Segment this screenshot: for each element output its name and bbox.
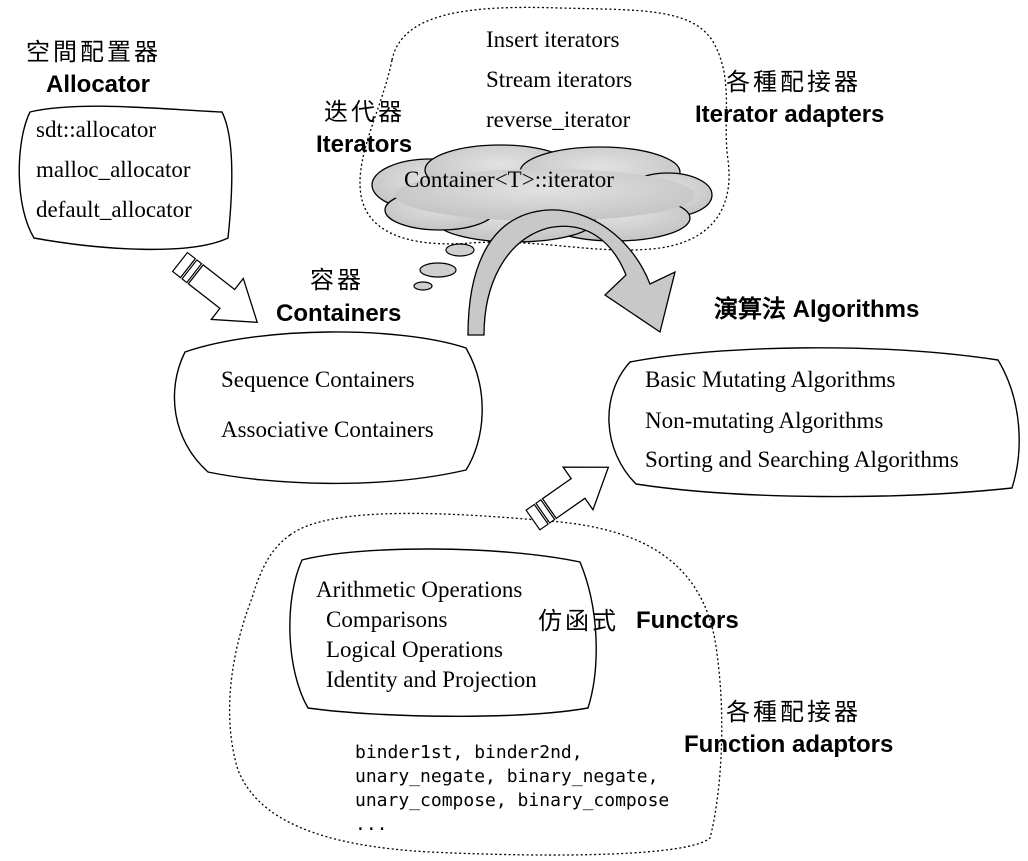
functors-title-zh: 仿函式: [538, 607, 619, 635]
allocator-item: default_allocator: [36, 197, 192, 222]
function-adaptors-title-zh: 各種配接器: [726, 698, 861, 726]
iterator-adapters-boundary: [359, 6, 730, 251]
container-item: Associative Containers: [221, 417, 434, 442]
functors-title-en: Functors: [636, 607, 739, 634]
containers-title-zh: 容器: [310, 266, 364, 294]
function-adaptor-line: binder1st, binder2nd,: [355, 742, 583, 763]
function-adaptor-line: ...: [355, 814, 388, 835]
algorithm-item: Sorting and Searching Algorithms: [645, 447, 959, 472]
allocator-to-containers-arrow: [171, 251, 259, 324]
allocator-item: malloc_allocator: [36, 157, 191, 182]
cloud-bubbles: [413, 243, 475, 291]
allocator-box: [18, 105, 233, 251]
functor-item: Identity and Projection: [326, 667, 537, 692]
iterator-adapter-item: reverse_iterator: [486, 107, 631, 132]
function-adaptor-line: unary_negate, binary_negate,: [355, 766, 659, 787]
algorithm-item: Non-mutating Algorithms: [645, 408, 884, 433]
allocator-item: sdt::allocator: [36, 117, 157, 142]
functors-to-algorithms-arrow: [525, 466, 610, 531]
allocator-title-zh: 空間配置器: [26, 38, 161, 66]
function-adaptor-line: unary_compose, binary_compose: [355, 790, 670, 811]
iterator-adapters-title-zh: 各種配接器: [726, 68, 861, 96]
iterator-to-algorithms-arrow: [467, 209, 676, 336]
iterator-cloud: [371, 144, 713, 243]
functors-box: [289, 548, 597, 717]
function-adaptors-title-en: Function adaptors: [684, 731, 894, 758]
iterators-title-en: Iterators: [316, 131, 413, 158]
container-item: Sequence Containers: [221, 367, 415, 392]
iterator-adapter-item: Stream iterators: [486, 67, 633, 92]
functor-item: Comparisons: [326, 607, 448, 632]
algorithm-item: Basic Mutating Algorithms: [645, 367, 896, 392]
iterator-adapter-item: Insert iterators: [486, 27, 620, 52]
containers-box: [173, 331, 483, 485]
algorithms-box: [608, 347, 1020, 498]
cloud-label: Container<T>::iterator: [404, 167, 614, 192]
containers-title-en: Containers: [276, 300, 402, 327]
allocator-title-en: Allocator: [46, 71, 151, 98]
functor-item: Arithmetic Operations: [316, 577, 523, 602]
iterators-title-zh: 迭代器: [324, 98, 405, 126]
functor-item: Logical Operations: [326, 637, 503, 662]
iterator-adapters-title-en: Iterator adapters: [695, 101, 885, 128]
algorithms-title: 演算法 Algorithms: [714, 296, 920, 323]
